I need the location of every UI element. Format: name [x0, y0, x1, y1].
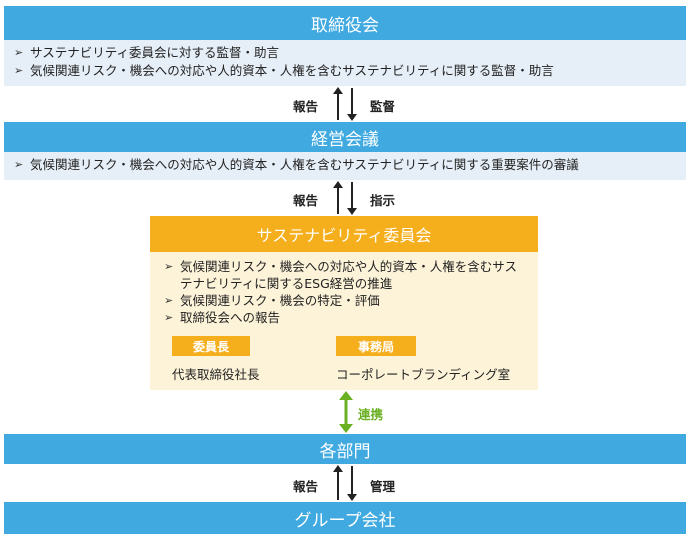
mgmt-panel: ➢気候関連リスク・機会への対応や人的資本・人権を含むサステナビリティに関する重要… — [4, 152, 686, 180]
committee-item: ➢気候関連リスク・機会への対応や人的資本・人権を含むサステナビリティに関するES… — [164, 259, 518, 291]
committee-panel: ➢気候関連リスク・機会への対応や人的資本・人権を含むサステナビリティに関するES… — [150, 252, 538, 390]
committee-item: ➢気候関連リスク・機会の特定・評価 — [164, 293, 380, 308]
link1-up-label: 報告 — [293, 99, 319, 114]
committee-title: サステナビリティ委員会 — [256, 226, 432, 245]
board-header: 取締役会 — [4, 6, 686, 40]
report-instruct-arrows-icon — [333, 181, 357, 215]
bullet-arrow-icon: ➢ — [164, 311, 174, 324]
report-manage-arrows-icon — [333, 465, 357, 501]
bullet-arrow-icon: ➢ — [164, 294, 174, 307]
board-panel: ➢サステナビリティ委員会に対する監督・助言 ➢気候関連リスク・機会への対応や人的… — [4, 40, 686, 86]
committee-item: ➢取締役会への報告 — [164, 310, 281, 325]
bullet-arrow-icon: ➢ — [164, 260, 174, 273]
bullet-arrow-icon: ➢ — [14, 158, 24, 171]
link4-down-label: 管理 — [370, 479, 396, 494]
collaboration-arrow-icon — [339, 391, 353, 433]
mgmt-title: 経営会議 — [311, 129, 379, 150]
link2-up-label: 報告 — [293, 193, 319, 208]
depts-title: 各部門 — [319, 441, 371, 462]
bullet-arrow-icon: ➢ — [14, 64, 24, 77]
bullet-arrow-icon: ➢ — [14, 46, 24, 59]
link1-down-label: 監督 — [370, 99, 396, 114]
link3-label: 連携 — [358, 407, 384, 422]
report-supervise-arrows-icon — [333, 87, 357, 121]
mgmt-item: ➢気候関連リスク・機会への対応や人的資本・人権を含むサステナビリティに関する重要… — [14, 157, 579, 172]
link2-down-label: 指示 — [370, 193, 396, 208]
committee-header: サステナビリティ委員会 — [150, 216, 538, 252]
link4-up-label: 報告 — [293, 479, 319, 494]
chair-chip: 委員長 — [172, 336, 250, 356]
depts-header: 各部門 — [4, 434, 686, 464]
mgmt-header: 経営会議 — [4, 122, 686, 152]
group-title: グループ会社 — [294, 510, 396, 531]
office-chip: 事務局 — [336, 336, 416, 356]
chair-value: 代表取締役社長 — [172, 367, 260, 382]
board-item: ➢気候関連リスク・機会への対応や人的資本・人権を含むサステナビリティに関する監督… — [14, 63, 554, 78]
board-item: ➢サステナビリティ委員会に対する監督・助言 — [14, 45, 280, 60]
office-value: コーポレートブランディング室 — [336, 367, 511, 382]
board-title: 取締役会 — [311, 15, 379, 36]
group-header: グループ会社 — [4, 502, 686, 534]
